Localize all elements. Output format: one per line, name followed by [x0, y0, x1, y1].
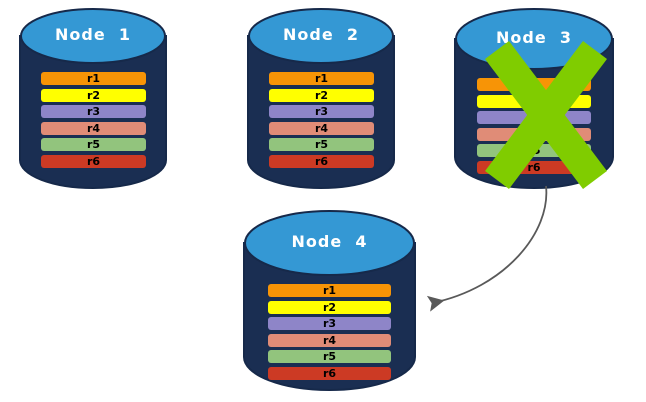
- node-1-row-r1[interactable]: r1: [41, 72, 146, 85]
- node-1-row-r2[interactable]: r2: [41, 88, 146, 102]
- node-2-row-r6[interactable]: r6: [269, 154, 374, 168]
- cylinder-top-ellipse: [248, 8, 394, 64]
- x-mark-icon: [485, 40, 607, 190]
- node-1-row-r4[interactable]: r4: [41, 121, 146, 135]
- node-2-row-r5[interactable]: r5: [269, 138, 374, 151]
- node-2-row-r3[interactable]: r3: [269, 105, 374, 118]
- cylinder-top-ellipse: [244, 210, 415, 276]
- node-4-row-r1[interactable]: r1: [268, 284, 391, 297]
- node-4-row-r4[interactable]: r4: [268, 333, 391, 347]
- node-1-row-r6[interactable]: r6: [41, 154, 146, 168]
- node-2-row-r1[interactable]: r1: [269, 72, 374, 85]
- node-1-row-r5[interactable]: r5: [41, 138, 146, 151]
- node-2-row-r2[interactable]: r2: [269, 88, 374, 102]
- node-2-row-r4[interactable]: r4: [269, 121, 374, 135]
- node-1-row-r3[interactable]: r3: [41, 105, 146, 118]
- node-4-row-r5[interactable]: r5: [268, 350, 391, 363]
- node-4-row-r2[interactable]: r2: [268, 300, 391, 314]
- node-4-row-r6[interactable]: r6: [268, 366, 391, 380]
- arrow-path: [426, 185, 548, 312]
- cylinder-top-ellipse: [20, 8, 166, 64]
- node-4-row-r3[interactable]: r3: [268, 317, 391, 330]
